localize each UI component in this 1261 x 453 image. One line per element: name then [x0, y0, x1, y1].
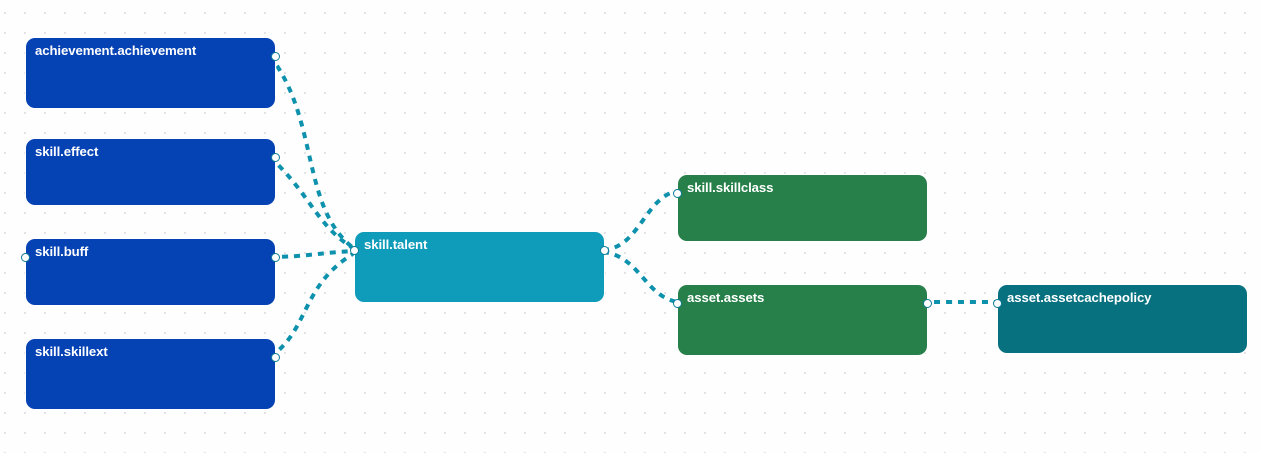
node-label-skill-skillclass: skill.skillclass: [687, 180, 774, 195]
node-label-skill-talent: skill.talent: [364, 237, 428, 252]
port-out-achievement-achievement[interactable]: [271, 52, 280, 61]
edge-skill-effect-to-skill-talent[interactable]: [268, 155, 358, 252]
node-skill-skillext[interactable]: skill.skillext: [26, 339, 280, 409]
port-in-skill-buff[interactable]: [21, 253, 30, 262]
node-skill-buff[interactable]: skill.buff: [21, 239, 280, 305]
edge-skill-talent-to-skill-skillclass[interactable]: [602, 189, 679, 252]
edge-skill-buff-to-skill-talent[interactable]: [269, 249, 357, 259]
node-asset-assets[interactable]: asset.assets: [673, 285, 932, 355]
edge-achievement-achievement-to-skill-talent[interactable]: [268, 54, 358, 252]
node-achievement-achievement[interactable]: achievement.achievement: [26, 38, 280, 108]
node-skill-effect[interactable]: skill.effect: [26, 139, 280, 205]
node-label-skill-skillext: skill.skillext: [35, 344, 108, 359]
node-label-skill-effect: skill.effect: [35, 144, 99, 159]
port-in-skill-talent[interactable]: [350, 246, 359, 255]
node-skill-talent[interactable]: skill.talent: [350, 232, 609, 302]
port-in-asset-assetcachepolicy[interactable]: [993, 299, 1002, 308]
edge-skill-skillext-to-skill-talent[interactable]: [268, 250, 358, 359]
node-label-achievement-achievement: achievement.achievement: [35, 43, 197, 58]
port-out-skill-effect[interactable]: [271, 153, 280, 162]
port-out-skill-talent[interactable]: [600, 246, 609, 255]
node-label-skill-buff: skill.buff: [35, 244, 89, 259]
node-label-asset-assetcachepolicy: asset.assetcachepolicy: [1007, 290, 1152, 305]
node-label-asset-assets: asset.assets: [687, 290, 765, 305]
node-asset-assetcachepolicy[interactable]: asset.assetcachepolicy: [993, 285, 1247, 353]
port-in-skill-skillclass[interactable]: [673, 189, 682, 198]
edge-skill-talent-to-asset-assets[interactable]: [602, 250, 679, 304]
node-skill-skillclass[interactable]: skill.skillclass: [673, 175, 927, 241]
port-out-asset-assets[interactable]: [923, 299, 932, 308]
port-out-skill-skillext[interactable]: [271, 353, 280, 362]
port-in-asset-assets[interactable]: [673, 299, 682, 308]
port-out-skill-buff[interactable]: [271, 253, 280, 262]
